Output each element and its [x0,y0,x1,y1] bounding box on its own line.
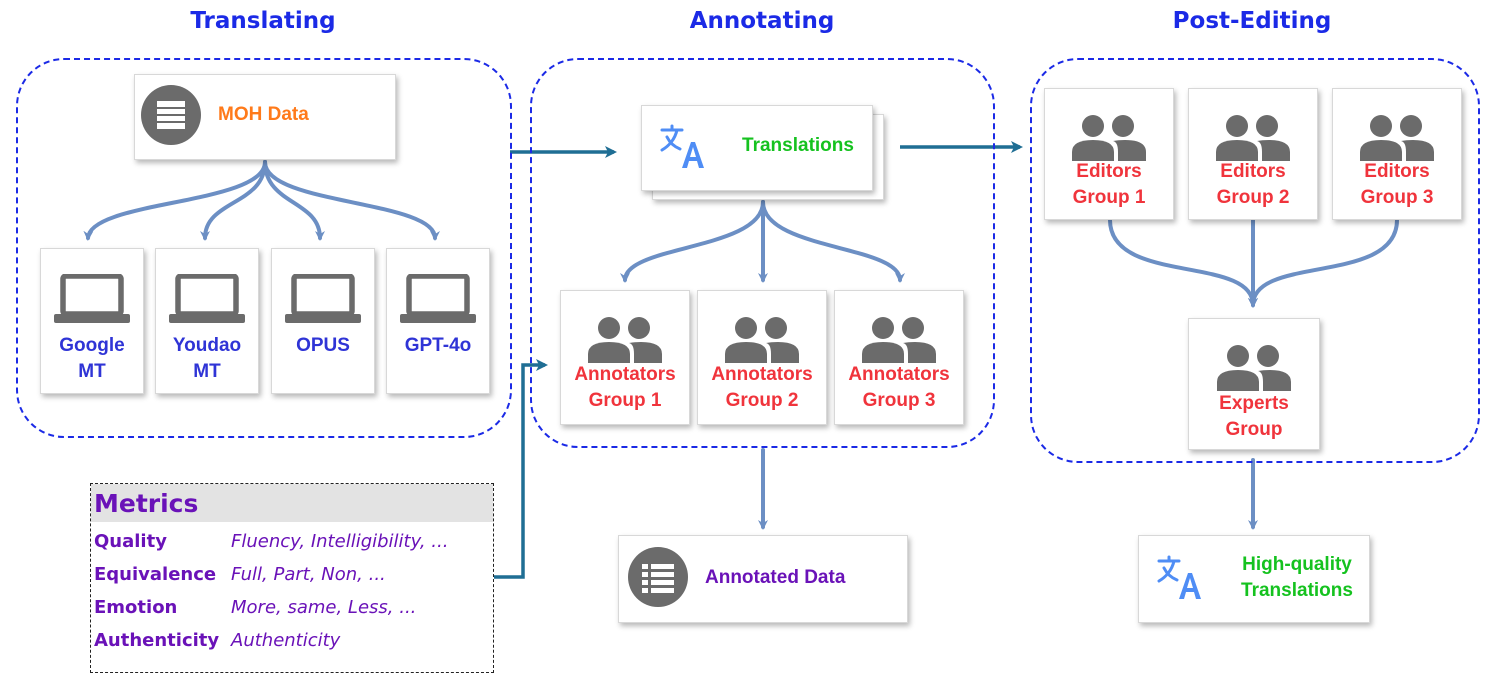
metrics-title: Metrics [91,484,493,522]
annotated-data-label: Annotated Data [705,567,846,588]
stage-title-post-editing: Post-Editing [1172,8,1332,34]
arrow-editor1-to-experts [1108,218,1258,308]
laptop-icon [285,274,361,323]
post-editing-stage [1030,58,1480,463]
laptop-icon [54,274,130,323]
stage-title-translating: Translating [190,8,336,34]
people-icon [1360,115,1434,161]
metric-values: More, same, Less, ... [231,597,417,618]
people-icon [1072,115,1146,161]
translate-icon [1157,555,1201,599]
mt-label-gpt: GPT-4o [404,335,472,356]
metric-values: Full, Part, Non, ... [231,564,386,585]
arrow-metrics-to-annotating [494,359,548,579]
arrow-translations-to-ann3 [761,200,905,283]
metric-name: Authenticity [94,630,220,651]
mt-label-opus: OPUS [296,335,350,356]
metrics-panel: Metrics Quality Fluency, Intelligibility… [90,483,494,673]
metric-values: Fluency, Intelligibility, ... [231,531,449,552]
metric-name: Quality [94,531,167,552]
people-icon [725,317,799,363]
arrow-moh-to-opus [263,160,325,241]
metric-values: Authenticity [231,630,341,651]
laptop-icon [169,274,245,323]
people-icon [862,317,936,363]
list-icon [628,547,688,607]
translations-label: Translations [742,135,854,156]
laptop-icon [400,274,476,323]
moh-data-label: MOH Data [218,104,309,125]
annotating-stage [530,58,995,448]
arrow-moh-to-youdao [200,160,267,241]
translating-stage [16,58,512,438]
metric-name: Emotion [94,597,178,618]
editors-card-2 [1188,88,1318,220]
arrow-moh-to-google [83,160,267,241]
people-icon [1216,115,1290,161]
database-icon [141,85,201,145]
arrow-translations-to-ann1 [620,200,765,283]
translate-icon [660,124,704,168]
metric-name: Equivalence [94,564,217,585]
people-icon [1217,345,1291,391]
arrow-editor3-to-experts [1248,218,1399,308]
stage-title-annotating: Annotating [689,8,835,34]
arrow-moh-to-gpt [263,160,440,241]
people-icon [588,317,662,363]
